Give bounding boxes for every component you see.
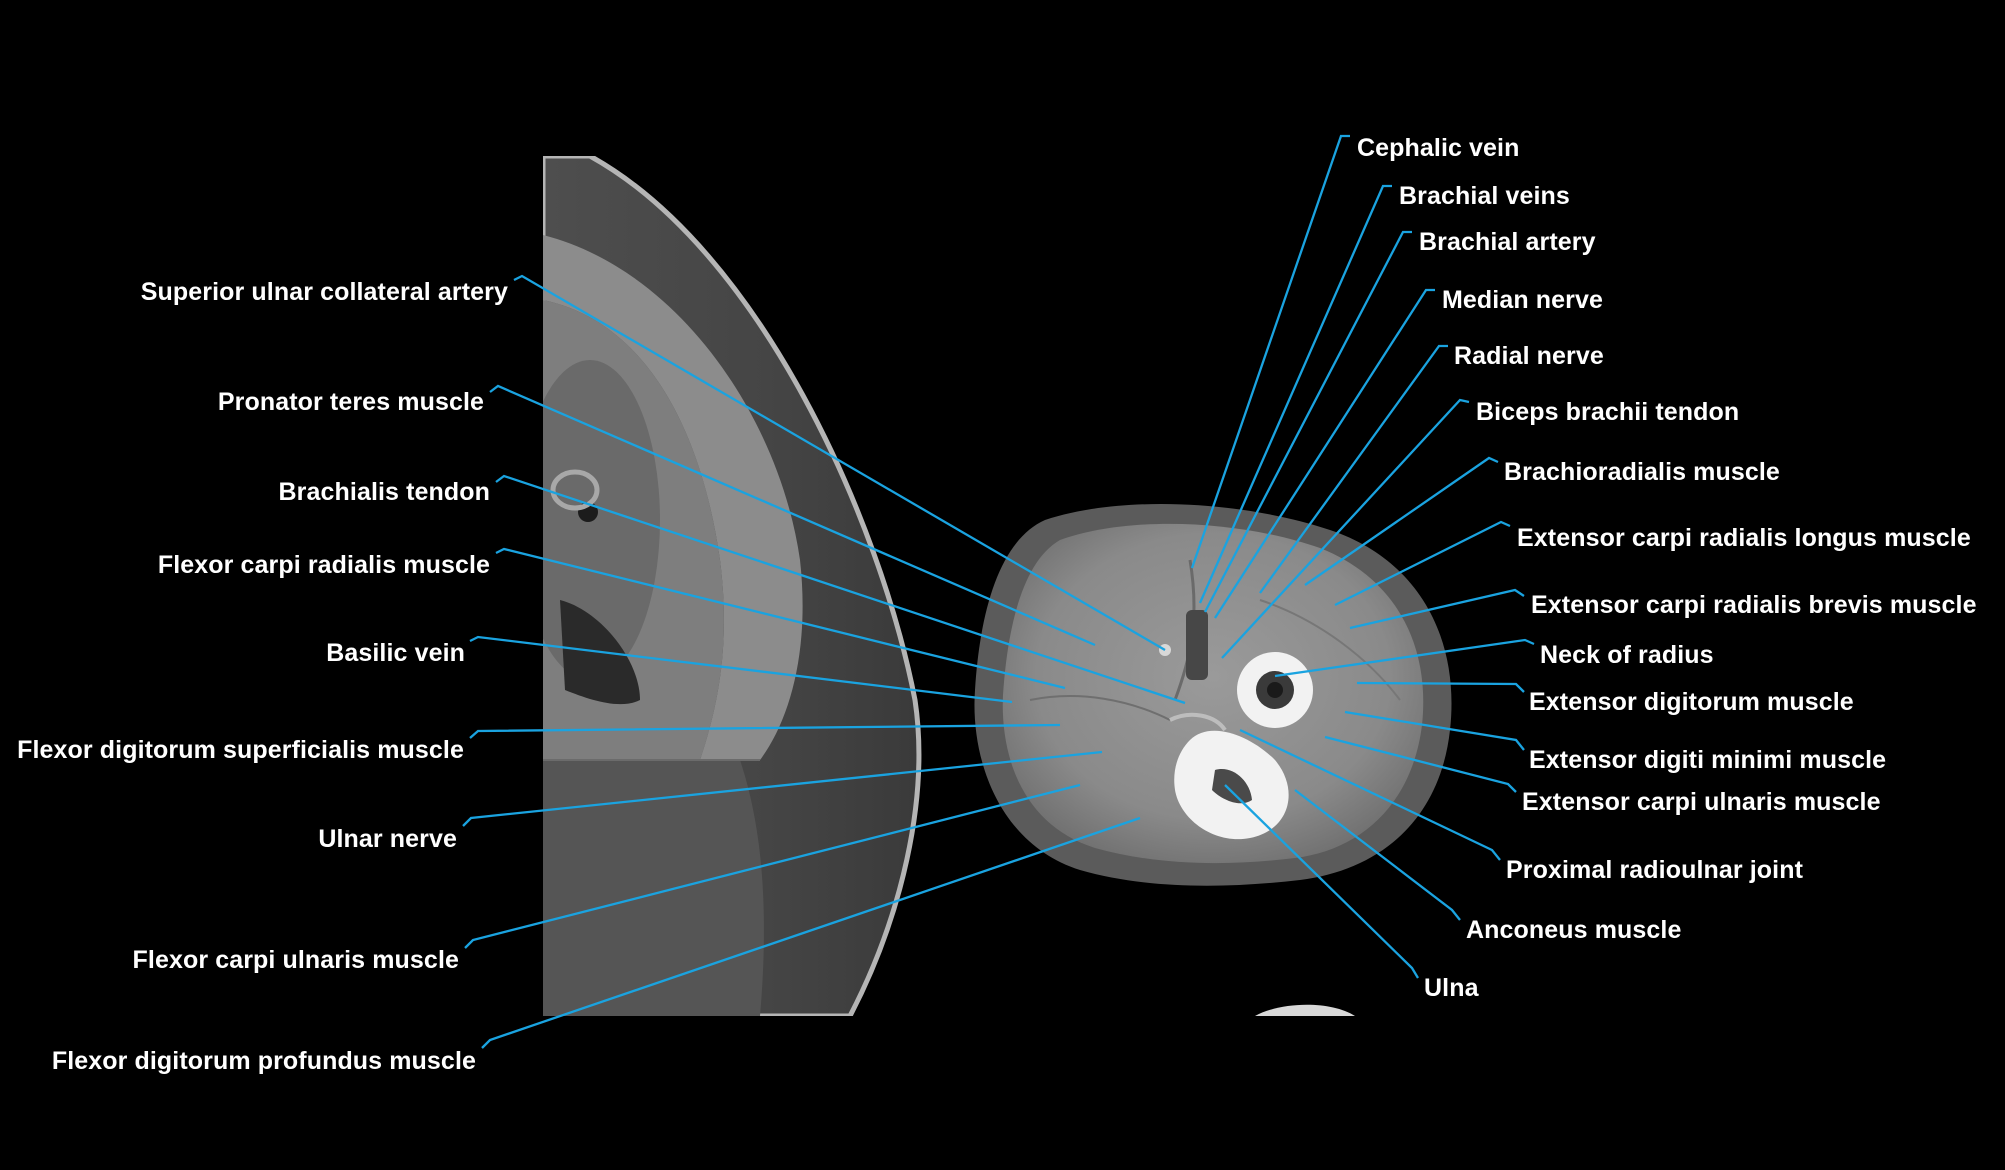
leader-line-median-nerve [1214,288,1435,619]
leader-line-brachialis-tendon [495,474,1186,705]
leader-line-extensor-digitorum-muscle [1356,681,1525,693]
label-anconeus-muscle: Anconeus muscle [1466,916,1681,944]
label-superior-ulnar-collateral-artery: Superior ulnar collateral artery [141,278,508,306]
label-flexor-digitorum-superficialis-muscle: Flexor digitorum superficialis muscle [17,736,464,764]
leader-line-extensor-carpi-radialis-longus-muscle [1334,520,1511,607]
label-extensor-carpi-radialis-brevis-muscle: Extensor carpi radialis brevis muscle [1531,591,1977,619]
label-flexor-digitorum-profundus-muscle: Flexor digitorum profundus muscle [52,1047,476,1075]
leader-line-biceps-brachii-tendon [1221,398,1470,659]
leader-line-brachial-veins [1198,184,1392,604]
leader-line-flexor-carpi-radialis-muscle [495,547,1066,690]
label-ulnar-nerve: Ulnar nerve [318,825,457,853]
leader-lines-right [1190,134,1535,979]
label-extensor-digiti-minimi-muscle: Extensor digiti minimi muscle [1529,746,1886,774]
leader-line-brachioradialis-muscle [1304,456,1499,586]
label-radial-nerve: Radial nerve [1454,342,1604,370]
leader-lines-left [462,274,1186,1049]
leader-line-cephalic-vein [1190,134,1350,569]
leader-line-proximal-radioulnar-joint [1239,728,1501,861]
upper-arm-ct-image [543,156,922,1016]
label-extensor-digitorum-muscle: Extensor digitorum muscle [1529,688,1854,716]
leader-line-superior-ulnar-collateral-artery [513,274,1166,651]
labels-right: Cephalic vein Brachial veins Brachial ar… [1357,134,1977,1002]
labels-left: Superior ulnar collateral artery Pronato… [17,278,508,1075]
label-median-nerve: Median nerve [1442,286,1603,314]
leader-line-neck-of-radius [1274,638,1535,678]
label-basilic-vein: Basilic vein [326,639,465,667]
label-proximal-radioulnar-joint: Proximal radioulnar joint [1506,856,1804,884]
leader-line-brachial-artery [1203,230,1412,613]
leader-line-ulna [1224,784,1419,979]
label-brachialis-tendon: Brachialis tendon [279,478,490,506]
label-flexor-carpi-ulnaris-muscle: Flexor carpi ulnaris muscle [133,946,459,974]
leader-line-basilic-vein [469,635,1013,704]
label-extensor-carpi-radialis-longus-muscle: Extensor carpi radialis longus muscle [1517,524,1971,552]
label-flexor-carpi-radialis-muscle: Flexor carpi radialis muscle [158,551,490,579]
leader-line-flexor-digitorum-profundus-muscle [481,816,1141,1049]
label-neck-of-radius: Neck of radius [1540,641,1714,669]
leader-line-extensor-carpi-radialis-brevis-muscle [1349,588,1525,630]
leader-line-ulnar-nerve [462,750,1103,827]
label-brachial-veins: Brachial veins [1399,182,1570,210]
label-pronator-teres-muscle: Pronator teres muscle [218,388,484,416]
label-extensor-carpi-ulnaris-muscle: Extensor carpi ulnaris muscle [1522,788,1881,816]
label-biceps-brachii-tendon: Biceps brachii tendon [1476,398,1739,426]
leader-line-extensor-carpi-ulnaris-muscle [1324,735,1517,793]
leader-line-pronator-teres-muscle [489,384,1096,647]
leader-line-radial-nerve [1259,344,1448,594]
label-brachial-artery: Brachial artery [1419,228,1596,256]
forearm-ct-image [974,503,1452,1016]
label-cephalic-vein: Cephalic vein [1357,134,1519,162]
label-brachioradialis-muscle: Brachioradialis muscle [1504,458,1780,486]
label-ulna: Ulna [1424,974,1480,1002]
leader-line-flexor-digitorum-superficialis-muscle [469,723,1061,739]
leader-line-anconeus-muscle [1294,789,1461,921]
leader-line-flexor-carpi-ulnaris-muscle [464,783,1081,949]
leader-line-extensor-digiti-minimi-muscle [1344,710,1525,751]
